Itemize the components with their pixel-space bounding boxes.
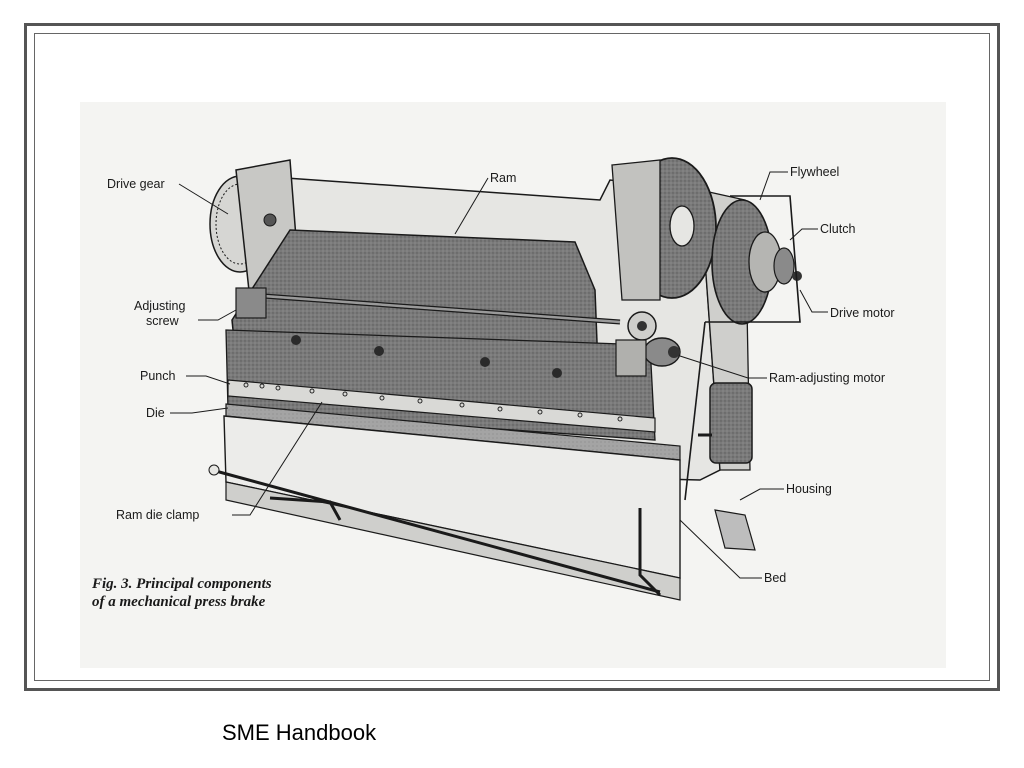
leader-lines [170, 171, 828, 579]
slide-frame [24, 23, 1000, 691]
label-flywheel: Flywheel [790, 165, 839, 179]
figure-caption-line-1: Fig. 3. Principal components [91, 576, 272, 592]
slide-frame-inner [34, 33, 990, 681]
punch [227, 379, 656, 433]
control-box [698, 382, 753, 464]
label-drive-gear: Drive gear [107, 177, 165, 191]
source-credit: SME Handbook [222, 720, 377, 745]
label-ram-adjusting-motor: Ram-adjusting motor [769, 371, 885, 385]
clutch [711, 199, 802, 325]
label-adjusting-screw-1: Adjusting [134, 299, 185, 313]
label-housing: Housing [786, 482, 832, 496]
label-drive-motor: Drive motor [830, 306, 895, 320]
label-clutch: Clutch [820, 222, 855, 236]
label-ram-die-clamp: Ram die clamp [116, 508, 199, 522]
die-and-bed [223, 403, 681, 601]
belt-guard [684, 195, 801, 501]
label-die: Die [146, 406, 165, 420]
ram-adjusting-motor [615, 337, 681, 377]
label-bed: Bed [764, 571, 786, 585]
flywheel [611, 157, 717, 301]
treadle-rod [208, 464, 662, 597]
label-punch: Punch [140, 369, 175, 383]
label-ram: Ram [490, 171, 516, 185]
figure-caption-line-2: of a mechanical press brake [92, 594, 266, 610]
label-adjusting-screw-2: screw [146, 314, 180, 328]
adjusting-screw [235, 287, 657, 341]
